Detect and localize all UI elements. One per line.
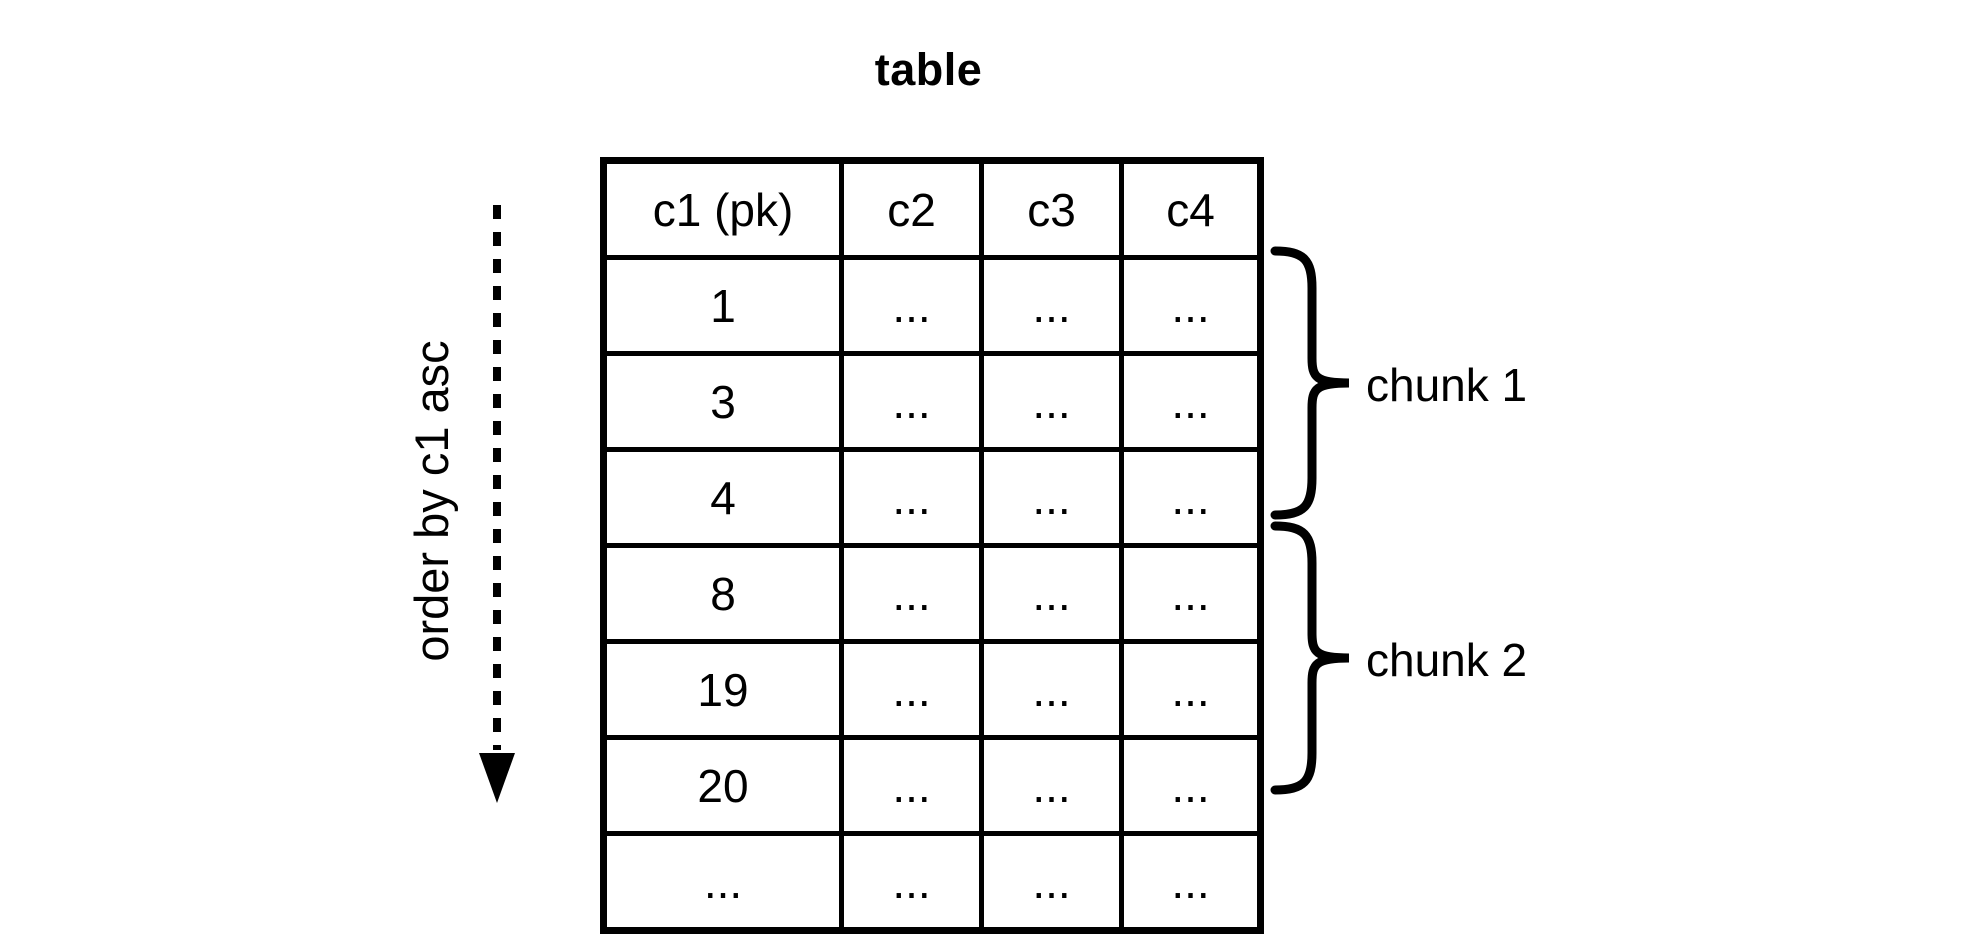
table-cell: ... [839, 831, 984, 933]
table-cell: ... [979, 639, 1124, 740]
table-cell: ... [979, 831, 1124, 933]
table-header-row: c1 (pk) c2 c3 c4 [601, 158, 1263, 260]
order-direction-arrow-line [493, 205, 501, 750]
table-cell: ... [979, 255, 1124, 356]
chunk-2-label: chunk 2 [1366, 634, 1528, 686]
table-cell: ... [839, 543, 984, 644]
table-cell: ... [979, 735, 1124, 836]
column-header-c2: c2 [839, 158, 984, 260]
table-cell: ... [1119, 543, 1263, 644]
table-row: 3 ... ... ... [601, 351, 1263, 452]
table-cell: ... [979, 447, 1124, 548]
table-cell: 1 [601, 255, 844, 356]
table-cell: ... [979, 351, 1124, 452]
table-row: 4 ... ... ... [601, 447, 1263, 548]
chunk-1-label: chunk 1 [1366, 359, 1528, 411]
column-header-c4: c4 [1119, 158, 1263, 260]
table-row: 1 ... ... ... [601, 255, 1263, 356]
table-cell: ... [1119, 831, 1263, 933]
order-by-label: order by c1 asc [405, 340, 458, 662]
table-cell: 20 [601, 735, 844, 836]
table-row: 8 ... ... ... [601, 543, 1263, 644]
brace-chunk-2 [1270, 521, 1354, 795]
table-cell: ... [839, 735, 984, 836]
table-cell: ... [1119, 447, 1263, 548]
table-cell: 8 [601, 543, 844, 644]
table-cell: ... [839, 351, 984, 452]
table-cell: ... [839, 255, 984, 356]
column-header-c3: c3 [979, 158, 1124, 260]
table-cell: ... [1119, 639, 1263, 740]
table-cell: ... [1119, 255, 1263, 356]
table-cell: ... [979, 543, 1124, 644]
diagram-title: table [874, 44, 983, 95]
arrow-down-icon [479, 753, 515, 803]
table-cell: 19 [601, 639, 844, 740]
table-cell: ... [839, 639, 984, 740]
table-cell: ... [1119, 351, 1263, 452]
brace-chunk-1 [1270, 246, 1354, 520]
table-cell: ... [1119, 735, 1263, 836]
table-row: ... ... ... ... [601, 831, 1263, 933]
table-cell: ... [839, 447, 984, 548]
table-row: 20 ... ... ... [601, 735, 1263, 836]
database-table: c1 (pk) c2 c3 c4 1 ... ... ... 3 ... ...… [600, 157, 1264, 934]
table-cell: 3 [601, 351, 844, 452]
column-header-c1: c1 (pk) [601, 158, 844, 260]
table-cell: 4 [601, 447, 844, 548]
table-cell: ... [601, 831, 844, 933]
table-row: 19 ... ... ... [601, 639, 1263, 740]
